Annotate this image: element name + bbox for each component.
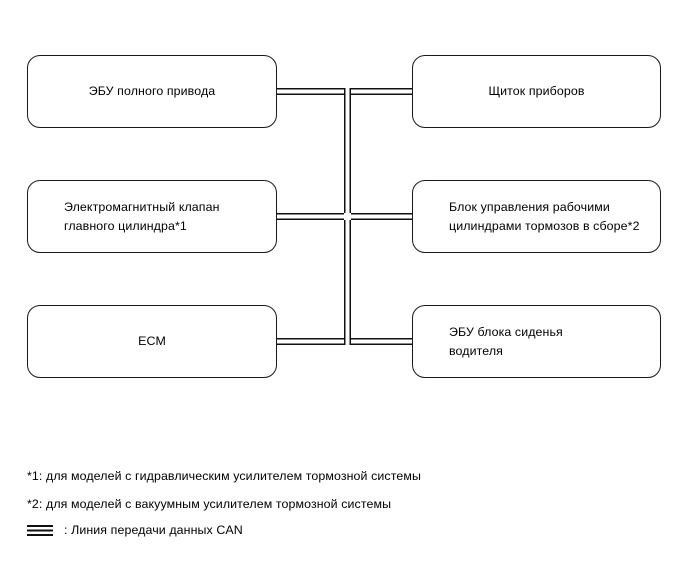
node-driver-seat-ecu[interactable]: ЭБУ блока сиденья водителя: [412, 305, 661, 378]
footnote-2: *2: для моделей с вакуумным усилителем т…: [27, 497, 392, 511]
can-bus-line-trunk-to-brake: [344, 213, 414, 220]
node-combination-meter-label: Щиток приборов: [488, 84, 585, 98]
node-combination-meter[interactable]: Щиток приборов: [412, 55, 661, 128]
can-bus-junction-top: [344, 88, 351, 95]
can-bus-trunk-lower: [344, 206, 351, 345]
footnote-1: *1: для моделей с гидравлическим усилите…: [27, 469, 421, 483]
can-bus-trunk-upper: [344, 88, 351, 220]
node-master-cylinder-solenoid[interactable]: Электромагнитный клапан главного цилиндр…: [27, 180, 277, 253]
can-bus-line-icon: [27, 524, 53, 536]
can-bus-junction-middle: [344, 213, 351, 220]
can-bus-line-awd-to-trunk: [276, 88, 352, 95]
legend-can-bus-label: : Линия передачи данных CAN: [64, 523, 243, 537]
legend-can-bus: : Линия передачи данных CAN: [27, 522, 243, 538]
can-bus-line-trunk-to-seat: [344, 338, 414, 345]
node-master-cylinder-solenoid-label: Электромагнитный клапан главного цилиндр…: [64, 199, 220, 233]
can-bus-junction-bottom: [344, 338, 351, 345]
can-bus-line-ecm-to-trunk: [276, 338, 352, 345]
node-brake-actuator-control[interactable]: Блок управления рабочими цилиндрами торм…: [412, 180, 661, 253]
can-bus-line-solenoid-to-trunk: [276, 213, 352, 220]
node-ecm[interactable]: ECM: [27, 305, 277, 378]
can-bus-line-trunk-to-combi: [344, 88, 414, 95]
node-awd-ecu[interactable]: ЭБУ полного привода: [27, 55, 277, 128]
node-driver-seat-ecu-label: ЭБУ блока сиденья водителя: [449, 324, 563, 358]
node-brake-actuator-control-label: Блок управления рабочими цилиндрами торм…: [449, 199, 640, 233]
node-awd-ecu-label: ЭБУ полного привода: [88, 84, 216, 98]
node-ecm-label: ECM: [138, 334, 166, 348]
